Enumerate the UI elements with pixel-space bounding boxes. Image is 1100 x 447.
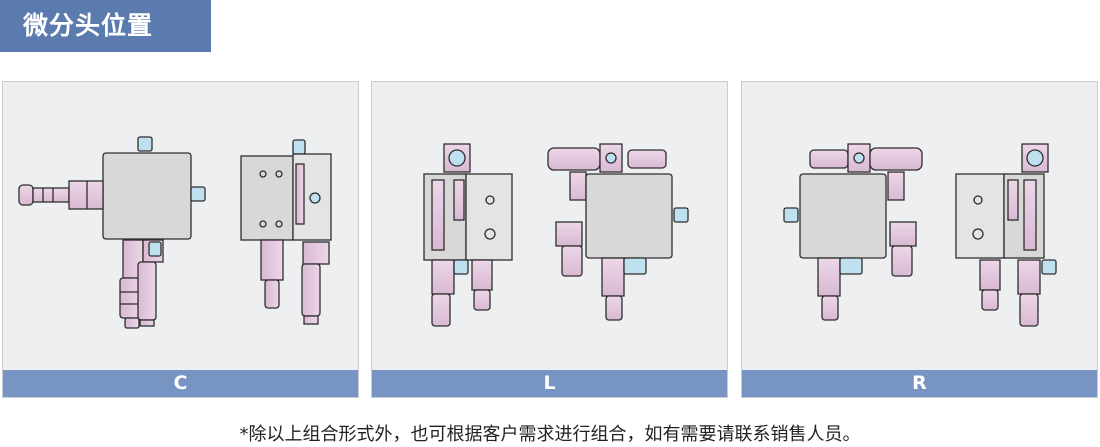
knob-top bbox=[137, 136, 153, 152]
footnote: *除以上组合形式外，也可根据客户需求进行组合，如有需要请联系销售人员。 bbox=[239, 424, 861, 445]
diagram-r bbox=[783, 143, 1057, 327]
knob-right bbox=[190, 186, 206, 202]
section-title: 微分头位置 bbox=[0, 0, 211, 52]
stage-body bbox=[799, 173, 887, 259]
panel-l: L bbox=[371, 81, 728, 398]
panel-label-c: C bbox=[3, 370, 358, 397]
top-view-c bbox=[18, 136, 206, 329]
side-view-r bbox=[955, 143, 1057, 327]
side-view-c bbox=[240, 139, 332, 325]
diagram-c bbox=[18, 136, 332, 329]
panel-label-l: L bbox=[372, 370, 727, 397]
panel-c: C bbox=[2, 81, 359, 398]
panel-label-r: R bbox=[742, 370, 1097, 397]
top-view-r bbox=[783, 143, 923, 321]
side-view-l bbox=[423, 143, 513, 327]
top-view-l bbox=[547, 143, 689, 321]
panel-r: R bbox=[741, 81, 1098, 398]
diagram-l bbox=[423, 143, 689, 327]
stage-body bbox=[102, 152, 192, 240]
stage-body bbox=[585, 173, 673, 259]
